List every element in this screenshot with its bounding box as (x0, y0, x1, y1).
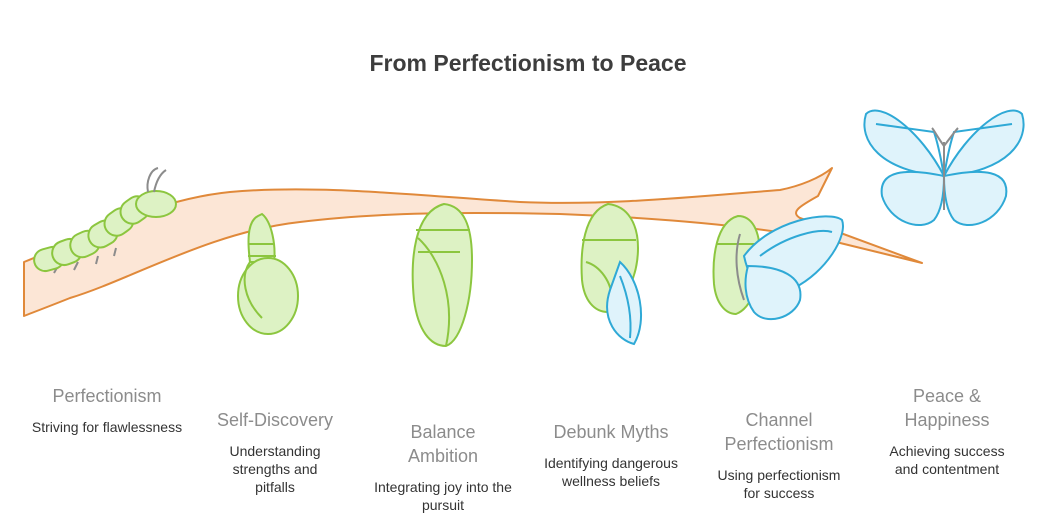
stage-name: Self-Discovery (216, 410, 334, 430)
stage-description: Using perfectionism for success (717, 467, 841, 501)
caterpillar-icon (33, 167, 177, 274)
emerging-pupa-icon (580, 202, 642, 346)
stage-description: Integrating joy into the pursuit (374, 479, 512, 513)
butterfly-icon (863, 109, 1025, 226)
pupa-icon (411, 202, 474, 348)
stage-description: Striving for flawlessness (31, 419, 183, 435)
stage-debunk-myths: Debunk Myths Identifying dangerous welln… (526, 420, 696, 490)
stage-balance-ambition: Balance Ambition Integrating joy into th… (358, 420, 528, 514)
stage-name: Debunk Myths (553, 422, 669, 442)
stage-peace-happiness: Peace & Happiness Achieving success and … (862, 384, 1032, 478)
stage-name: Channel Perfectionism (724, 410, 834, 454)
stage-description: Achieving success and contentment (889, 443, 1005, 477)
stage-description: Understanding strengths and pitfalls (229, 443, 321, 495)
stage-name: Peace & Happiness (904, 386, 990, 430)
diagram-title: From Perfectionism to Peace (369, 50, 687, 76)
chrysalis-icon (237, 212, 299, 335)
stage-self-discovery: Self-Discovery Understanding strengths a… (190, 408, 360, 496)
stage-channel-perfectionism: Channel Perfectionism Using perfectionis… (694, 408, 864, 502)
branch (23, 167, 923, 317)
stage-name: Perfectionism (52, 386, 162, 406)
stage-perfectionism: Perfectionism Striving for flawlessness (22, 384, 192, 436)
stage-name: Balance Ambition (407, 422, 479, 466)
stage-description: Identifying dangerous wellness beliefs (544, 455, 678, 489)
emerging-butterfly-icon (712, 214, 844, 321)
